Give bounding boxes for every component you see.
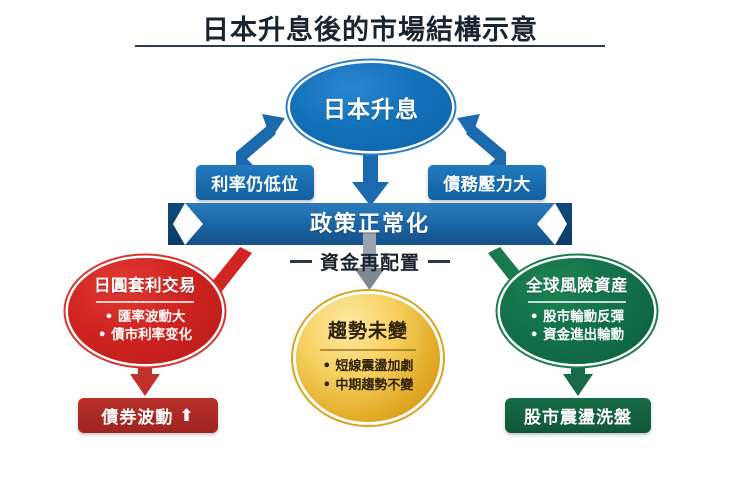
dash-left [289,259,312,263]
node-trend-unchanged-bullet-1: • 短線震盪加劇 [323,357,414,376]
node-carry-trade-divider [96,301,194,303]
policy-banner-shape [168,203,572,245]
bullet-marker: • [104,308,114,325]
node-trend-unchanged[interactable]: 趨勢未變 • 短線震盪加劇 • 中期趨勢不變 [296,294,440,422]
arrow-right-driver-to-root [457,114,506,165]
bullet-marker: • [529,326,539,343]
arrow-midlabel-to-trend [354,231,385,290]
label-capital-reallocation-text: 資金再配置 [319,251,420,274]
node-trend-unchanged-bullet-2: • 中期趨勢不變 [323,376,414,395]
node-global-risk-assets-bullet-1-text: 股市輪動反彈 [543,308,625,325]
arrow-left-driver-to-root [236,114,285,165]
bullet-marker: • [97,326,107,343]
up-arrow-icon: ⬆ [179,405,195,426]
banner-policy-normalization[interactable]: 政策正常化 [185,203,555,241]
node-rate-hike[interactable]: 日本升息 [290,63,452,151]
node-trend-unchanged-bullet-2-text: 中期趨勢不變 [335,377,414,393]
badge-debt-pressure-label: 債務壓力大 [443,175,531,195]
badge-debt-pressure[interactable]: 債務壓力大 [428,165,546,200]
node-carry-trade-bullet-1-text: 匯率波動大 [117,308,186,325]
node-global-risk-assets-bullet-2-text: 資金進出輪動 [543,326,625,343]
arrow-root-to-banner [352,148,389,206]
node-global-risk-assets-bullet-1: • 股市輪動反彈 [530,308,624,326]
dash-right [428,259,450,263]
page-title: 日本升息後的市場結構示意 [202,15,538,46]
bullet-marker: • [322,377,331,393]
node-global-risk-assets-title: 全球風險資産 [526,276,628,295]
badge-low-rate-label: 利率仍低位 [211,175,299,195]
outcome-stock-shakeout[interactable]: 股市震盪洗盤 [505,398,651,433]
label-capital-reallocation: 資金再配置 [255,248,485,274]
outcome-bond-volatility-label: 債券波動 [101,408,174,428]
node-global-risk-assets-bullet-2: • 資金進出輪動 [530,326,624,344]
node-carry-trade[interactable]: 日圓套利交易 • 匯率波動大 • 債市利率变化 [68,258,222,364]
outcome-stock-shakeout-label: 股市震盪洗盤 [524,408,632,428]
badge-low-rate[interactable]: 利率仍低位 [196,165,314,200]
node-global-risk-assets[interactable]: 全球風險資産 • 股市輪動反彈 • 資金進出輪動 [500,258,654,364]
title-divider [135,45,605,47]
node-global-risk-assets-divider [528,301,626,303]
node-carry-trade-bullet-2-text: 債市利率变化 [111,326,193,343]
node-trend-unchanged-bullet-1-text: 短線震盪加劇 [335,358,414,374]
bullet-marker: • [529,308,539,325]
node-carry-trade-title: 日圓套利交易 [94,276,196,295]
bullet-marker: • [322,358,331,374]
node-carry-trade-bullet-1: • 匯率波動大 [105,308,186,326]
outcome-bond-volatility[interactable]: 債券波動 ⬆ [78,398,218,433]
node-rate-hike-label: 日本升息 [323,97,419,123]
banner-policy-normalization-label: 政策正常化 [309,212,430,237]
node-carry-trade-bullet-2: • 債市利率变化 [98,326,192,344]
node-trend-unchanged-title: 趨勢未變 [327,320,408,342]
node-trend-unchanged-divider [320,349,416,351]
